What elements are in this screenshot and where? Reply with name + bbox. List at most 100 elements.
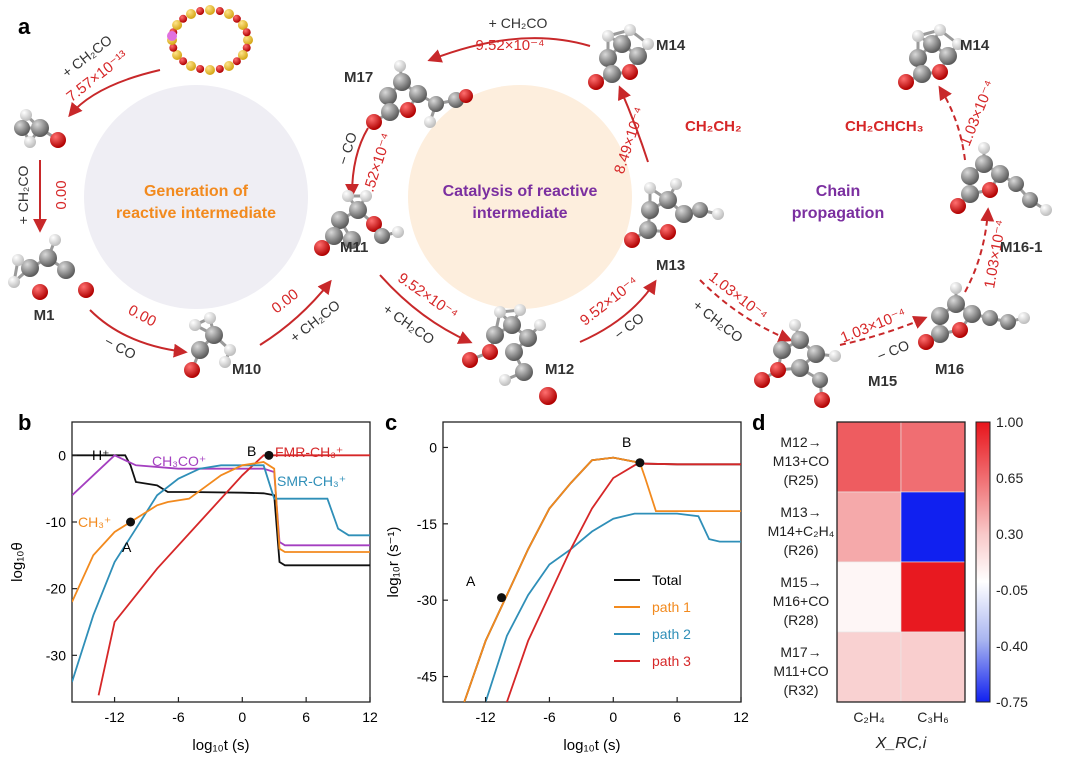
plot-b-xlabel: log₁₀t (s) xyxy=(192,737,249,754)
series-line-2 xyxy=(463,456,741,702)
colorbar xyxy=(975,421,991,703)
atom xyxy=(1018,312,1030,324)
ring-atom xyxy=(205,65,215,75)
atom xyxy=(503,316,521,334)
atom xyxy=(331,211,349,229)
atom xyxy=(991,165,1009,183)
series-line-5 xyxy=(72,461,370,603)
ring-atom xyxy=(179,57,188,66)
ring-atom xyxy=(169,43,178,52)
atom xyxy=(912,30,924,42)
atom xyxy=(78,282,94,298)
x-tick-label: -12 xyxy=(475,709,495,725)
series-line-1 xyxy=(72,454,370,567)
atom xyxy=(982,310,998,326)
atom xyxy=(660,224,676,240)
zone-generation-line2: reactive intermediate xyxy=(116,205,276,222)
arrow-m17-to-m11 xyxy=(345,127,369,198)
atom xyxy=(534,319,546,331)
arrow-m12-to-m13 xyxy=(579,279,657,343)
atom xyxy=(934,24,946,36)
reagent-ketene-2: + CH₂CO xyxy=(15,166,31,225)
atom xyxy=(514,304,526,316)
atom xyxy=(366,114,382,130)
label-m11: M11 xyxy=(340,239,368,256)
atom xyxy=(393,73,411,91)
atom xyxy=(963,305,981,323)
series-line-4 xyxy=(72,464,370,683)
series-line-3 xyxy=(97,454,370,696)
label-m13: M13 xyxy=(656,257,685,274)
ring-atom xyxy=(186,9,196,20)
atom xyxy=(191,341,209,359)
ring-atom xyxy=(243,35,253,45)
x-tick-label: 12 xyxy=(362,709,378,725)
arrow-m13-to-m14 xyxy=(618,85,649,163)
plot-b-label-a: A xyxy=(122,539,132,555)
ring-atom xyxy=(196,64,205,73)
molecule-ketene-icon xyxy=(14,109,66,148)
cbar-tick-6: -0.75 xyxy=(996,694,1028,710)
atom xyxy=(204,312,216,324)
molecule-m161-icon xyxy=(950,142,1052,216)
ring-atom xyxy=(232,14,241,23)
plot-c-frame xyxy=(442,421,742,703)
zone-generation-bg xyxy=(84,85,308,309)
ring-atom xyxy=(172,50,183,60)
atom xyxy=(975,155,993,173)
molecule-m13-icon xyxy=(624,178,724,248)
arrow-m1-to-m10 xyxy=(89,309,188,358)
atom xyxy=(224,344,236,356)
plot-b-frame xyxy=(71,421,371,703)
y-tick-label: 0 xyxy=(429,439,437,455)
rate-label-2: 0.00 xyxy=(53,180,70,209)
plot-c-label-a: A xyxy=(466,573,476,589)
ring-atom xyxy=(215,7,224,16)
atom xyxy=(588,74,604,90)
molecule-m1-icon xyxy=(8,234,94,300)
label-m12: M12 xyxy=(545,361,574,378)
atom xyxy=(539,387,557,405)
ring-atom xyxy=(232,57,241,66)
arrow-m161-to-m14 xyxy=(938,85,966,161)
atom xyxy=(424,116,436,128)
atom xyxy=(950,198,966,214)
marker-point-A xyxy=(497,593,507,603)
rate-label-4: 0.00 xyxy=(268,286,301,317)
x-tick-label: 6 xyxy=(302,709,310,725)
ring-atom xyxy=(242,43,251,52)
atom xyxy=(712,208,724,220)
arrow-m10-to-m11 xyxy=(259,279,332,346)
atom xyxy=(947,295,965,313)
label-m14: M14 xyxy=(656,37,686,54)
atom xyxy=(459,89,473,103)
atom xyxy=(952,322,968,338)
atom xyxy=(1008,176,1024,192)
zone-generation-line1: Generation of xyxy=(144,183,249,200)
cbar-tick-4: -0.05 xyxy=(996,582,1028,598)
atom xyxy=(675,205,693,223)
y-tick-label: -45 xyxy=(417,669,437,685)
label-m14-right: M14 xyxy=(960,37,990,54)
ring-atom xyxy=(205,5,215,15)
arrow-m11-to-m12 xyxy=(379,274,473,344)
atom xyxy=(644,182,656,194)
row3-line1: M15→ xyxy=(780,574,821,590)
plot-b-label-h: H⁺ xyxy=(92,447,110,463)
marker-point-B xyxy=(264,450,274,460)
ring-atom xyxy=(224,9,234,20)
cbar-tick-1: 1.00 xyxy=(996,414,1023,430)
atom xyxy=(909,49,927,67)
atom xyxy=(219,356,231,368)
row2-line1: M13→ xyxy=(780,504,821,520)
atom xyxy=(184,362,200,378)
row1-line3: (R25) xyxy=(783,472,818,488)
zone-chain-line2: propagation xyxy=(792,205,884,222)
atom xyxy=(613,35,631,53)
plot-b-label-b: B xyxy=(247,443,256,459)
molecule-m10-icon xyxy=(184,312,236,378)
atom xyxy=(1040,204,1052,216)
row4-line1: M17→ xyxy=(780,644,821,660)
